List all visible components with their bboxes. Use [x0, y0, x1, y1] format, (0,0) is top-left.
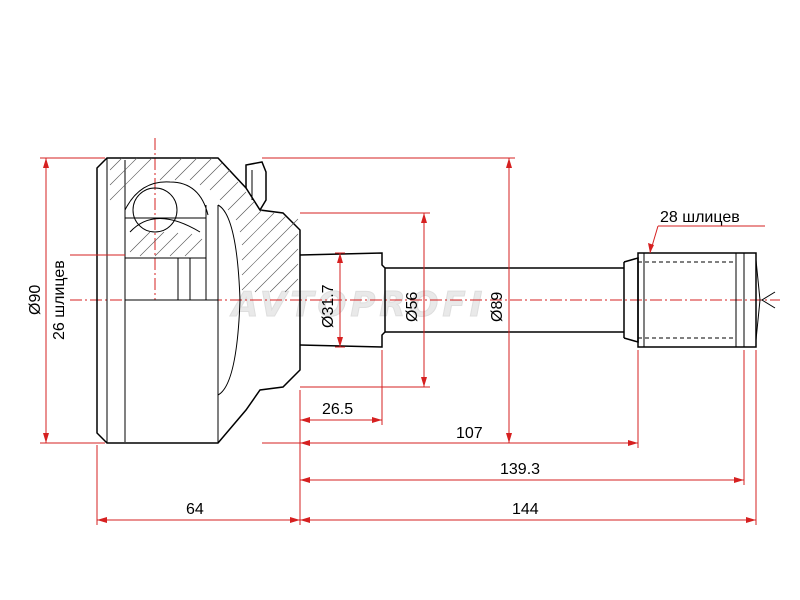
label-diameter-90: Ø90 [27, 285, 44, 315]
label-diameter-31-7: Ø31.7 [320, 284, 337, 328]
splined-end [637, 252, 776, 348]
dimensions [40, 157, 765, 525]
label-length-26-5: 26.5 [322, 401, 353, 418]
abs-nut [245, 161, 267, 211]
watermark: AVTOPROFI [229, 285, 486, 325]
label-length-107: 107 [456, 425, 483, 442]
label-splines-26: 26 шлицев [51, 260, 68, 340]
label-length-64: 64 [186, 501, 204, 518]
section-hatching [109, 157, 299, 293]
label-diameter-56: Ø56 [404, 292, 421, 322]
label-length-144: 144 [512, 501, 539, 518]
label-length-139-3: 139.3 [500, 461, 540, 478]
label-diameter-89: Ø89 [489, 292, 506, 322]
label-splines-28: 28 шлицев [660, 209, 740, 226]
housing [96, 157, 301, 444]
arrowheads [43, 158, 756, 523]
